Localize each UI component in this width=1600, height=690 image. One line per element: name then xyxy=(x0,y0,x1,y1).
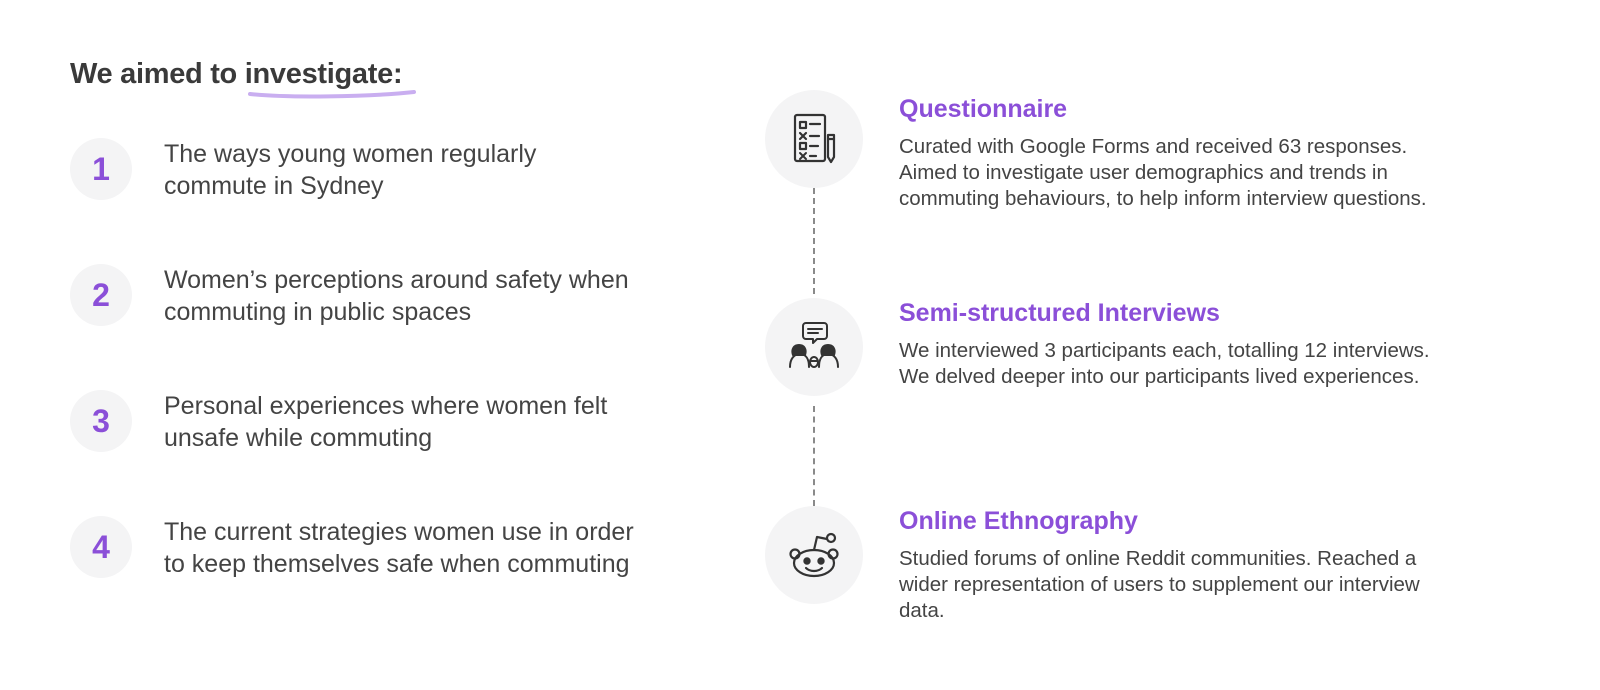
aim-text: The current strategies women use in orde… xyxy=(164,518,634,578)
reddit-icon xyxy=(789,532,839,578)
heading-prefix: We aimed to xyxy=(70,58,245,90)
aim-item-4: 4 The current strategies women use in or… xyxy=(70,516,650,580)
heading-highlight: investigate xyxy=(244,58,416,99)
timeline-connector xyxy=(813,406,815,506)
questionnaire-icon-circle xyxy=(765,90,863,188)
method-title: Online Ethnography xyxy=(899,507,1138,535)
method-description: We interviewed 3 participants each, tota… xyxy=(899,339,1430,388)
aim-number-badge: 1 xyxy=(70,138,132,200)
highlight-underline xyxy=(247,90,416,99)
aim-number-badge: 4 xyxy=(70,516,132,578)
aim-text: Personal experiences where women felt un… xyxy=(164,392,608,452)
method-title: Semi-structured Interviews xyxy=(899,299,1220,327)
method-title: Questionnaire xyxy=(899,95,1068,123)
aim-text: The ways young women regularly commute i… xyxy=(164,140,537,200)
interview-icon-circle xyxy=(765,298,863,396)
aim-item-3: 3 Personal experiences where women felt … xyxy=(70,390,650,454)
aim-item-2: 2 Women’s perceptions around safety when… xyxy=(70,264,650,328)
questionnaire-icon xyxy=(793,113,836,164)
timeline-connector xyxy=(813,188,815,294)
aim-number-badge: 2 xyxy=(70,264,132,326)
heading-highlight-text: investigate xyxy=(244,58,394,90)
reddit-icon-circle xyxy=(765,506,863,604)
method-interviews: Semi-structured Interviews We interviewe… xyxy=(899,298,1459,390)
aim-item-1: 1 The ways young women regularly commute… xyxy=(70,138,650,202)
aim-number-badge: 3 xyxy=(70,390,132,452)
aim-text: Women’s perceptions around safety when c… xyxy=(164,266,629,326)
interview-icon xyxy=(789,322,839,368)
method-ethnography: Online Ethnography Studied forums of onl… xyxy=(899,506,1459,624)
method-description: Curated with Google Forms and received 6… xyxy=(899,135,1427,210)
method-description: Studied forums of online Reddit communit… xyxy=(899,547,1420,622)
page-heading: We aimed to investigate: xyxy=(70,58,416,99)
heading-suffix: : xyxy=(392,58,403,90)
method-questionnaire: Questionnaire Curated with Google Forms … xyxy=(899,94,1459,212)
